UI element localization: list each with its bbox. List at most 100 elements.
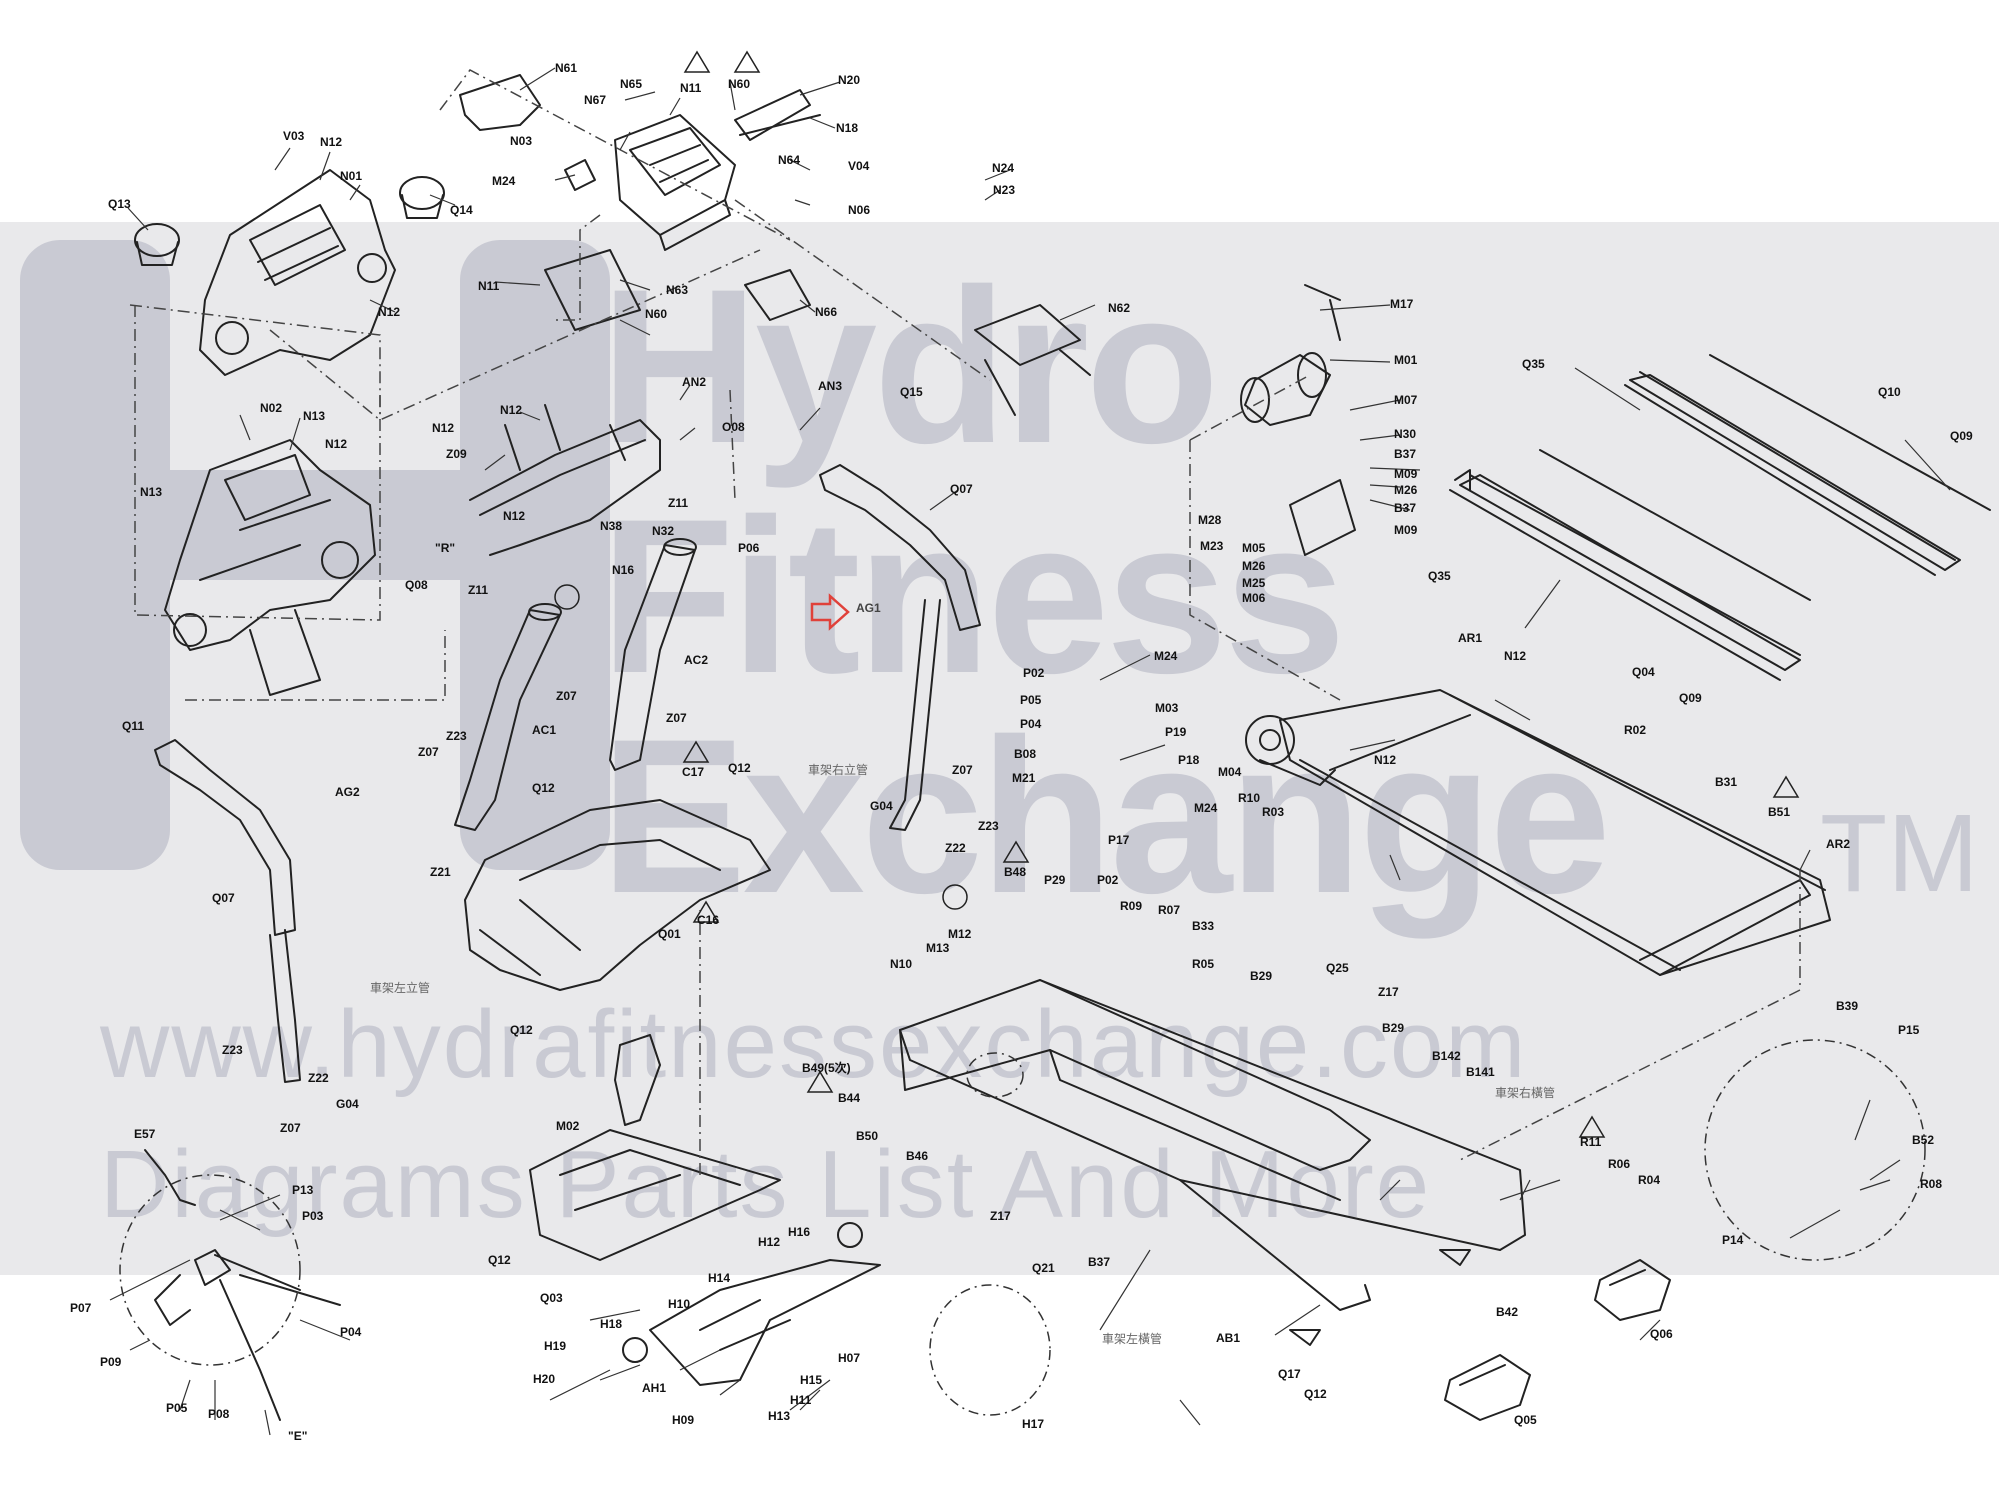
part-label-v03: V03 xyxy=(283,129,305,143)
part-label-r: "R" xyxy=(435,541,455,555)
part-label-n01: N01 xyxy=(340,169,362,183)
part-label-z21: Z21 xyxy=(430,865,451,879)
part-label-n61: N61 xyxy=(555,61,577,75)
part-label-ab1: AB1 xyxy=(1216,1331,1240,1345)
part-label-m01: M01 xyxy=(1394,353,1418,367)
endcap-q06 xyxy=(1594,1259,1671,1321)
part-label-m13: M13 xyxy=(926,941,950,955)
part-label-n24: N24 xyxy=(992,161,1014,175)
part-label-n13b: N13 xyxy=(140,485,162,499)
label-right-frame: 車架右橫管 xyxy=(1495,1085,1555,1100)
part-label-z07c: Z07 xyxy=(418,745,439,759)
part-label-q03: Q03 xyxy=(540,1291,563,1305)
part-label-m26a: M26 xyxy=(1394,483,1418,497)
part-label-n60b: N60 xyxy=(645,307,667,321)
part-label-q21: Q21 xyxy=(1032,1261,1055,1275)
watermark-tagline: Diagrams Parts List And More xyxy=(100,1131,1432,1238)
deck-q10 xyxy=(1629,374,1961,571)
upright-ac1 xyxy=(454,609,561,831)
part-label-m26b: M26 xyxy=(1242,559,1266,573)
part-label-m17: M17 xyxy=(1390,297,1414,311)
part-label-q09b: Q09 xyxy=(1679,691,1702,705)
part-label-r04: R04 xyxy=(1638,1173,1660,1187)
part-label-q13: Q13 xyxy=(108,197,131,211)
part-label-h07: H07 xyxy=(838,1351,860,1365)
part-label-ac2: AC2 xyxy=(684,653,708,667)
circle-marker-r xyxy=(554,584,580,610)
part-label-h11: H11 xyxy=(790,1393,812,1407)
part-label-h10: H10 xyxy=(668,1297,690,1311)
part-label-z22b: Z22 xyxy=(308,1071,329,1085)
part-label-e: "E" xyxy=(288,1429,307,1443)
part-label-p15: P15 xyxy=(1898,1023,1920,1037)
watermark-logo-h-left xyxy=(20,240,170,870)
part-label-q08: Q08 xyxy=(405,578,428,592)
part-label-r03: R03 xyxy=(1262,805,1284,819)
warning-icon xyxy=(1578,1115,1606,1138)
power-cord-e57 xyxy=(144,1149,196,1206)
card-n61 xyxy=(459,74,541,131)
part-label-n18: N18 xyxy=(836,121,858,135)
part-label-n66: N66 xyxy=(815,305,837,319)
part-label-p07: P07 xyxy=(70,1301,92,1315)
part-label-r08: R08 xyxy=(1920,1177,1942,1191)
part-label-n12g: N12 xyxy=(1504,649,1526,663)
label-left-frame: 車架左橫管 xyxy=(1102,1331,1162,1346)
part-label-an2: AN2 xyxy=(682,375,706,389)
part-label-m03: M03 xyxy=(1155,701,1179,715)
part-label-b29a: B29 xyxy=(1250,969,1272,983)
part-label-m12: M12 xyxy=(948,927,972,941)
part-label-ar2: AR2 xyxy=(1826,837,1850,851)
part-label-b142: B142 xyxy=(1432,1049,1461,1063)
watermark-trademark: TM xyxy=(1820,792,1979,915)
part-label-c16: C16 xyxy=(697,913,719,927)
motor-hood-q01 xyxy=(464,799,771,991)
part-label-n12a: N12 xyxy=(320,135,342,149)
part-label-q04: Q04 xyxy=(1632,665,1655,679)
part-label-r07: R07 xyxy=(1158,903,1180,917)
warning-icon xyxy=(1772,775,1800,798)
part-label-n20: N20 xyxy=(838,73,860,87)
part-label-n02: N02 xyxy=(260,401,282,415)
part-label-r11: R11 xyxy=(1580,1135,1602,1149)
part-label-n13a: N13 xyxy=(303,409,325,423)
part-label-q01: Q01 xyxy=(658,927,681,941)
part-label-n30: N30 xyxy=(1394,427,1416,441)
part-label-z07d: Z07 xyxy=(952,763,973,777)
part-label-p02a: P02 xyxy=(1023,666,1045,680)
part-label-b33: B33 xyxy=(1192,919,1214,933)
warning-icon xyxy=(682,740,710,763)
part-label-q15: Q15 xyxy=(900,385,923,399)
part-label-p19: P19 xyxy=(1165,725,1187,739)
part-label-q35a: Q35 xyxy=(1522,357,1545,371)
part-label-b29b: B29 xyxy=(1382,1021,1404,1035)
part-label-m06: M06 xyxy=(1242,591,1266,605)
part-label-q12d: Q12 xyxy=(488,1253,511,1267)
label-left-tube: 車架左立管 xyxy=(370,980,430,995)
part-label-m24c: M24 xyxy=(1194,801,1218,815)
watermark-logo-h-right xyxy=(460,240,610,870)
part-label-h19: H19 xyxy=(544,1339,566,1353)
bracket-n62 xyxy=(974,304,1081,366)
upright-ac2 xyxy=(609,544,696,771)
part-label-z07e: Z07 xyxy=(280,1121,301,1135)
part-label-q09a: Q09 xyxy=(1950,429,1973,443)
part-label-p04a: P04 xyxy=(1020,717,1042,731)
part-label-n11a: N11 xyxy=(680,81,702,95)
part-label-q12c: Q12 xyxy=(510,1023,533,1037)
part-label-z07a: Z07 xyxy=(556,689,577,703)
part-label-m05: M05 xyxy=(1242,541,1266,555)
label-right-tube: 車架右立管 xyxy=(808,762,868,777)
part-label-r05: R05 xyxy=(1192,957,1214,971)
part-label-m04: M04 xyxy=(1218,765,1242,779)
part-label-m24a: M24 xyxy=(492,174,516,188)
roller-m04 xyxy=(1245,715,1295,765)
part-label-r02: R02 xyxy=(1624,723,1646,737)
part-label-n64: N64 xyxy=(778,153,800,167)
part-label-h15: H15 xyxy=(800,1373,822,1387)
part-label-h20: H20 xyxy=(533,1372,555,1386)
part-label-m25: M25 xyxy=(1242,576,1266,590)
part-label-n12d: N12 xyxy=(500,403,522,417)
part-label-p08: P08 xyxy=(208,1407,230,1421)
part-label-v04: V04 xyxy=(848,159,870,173)
